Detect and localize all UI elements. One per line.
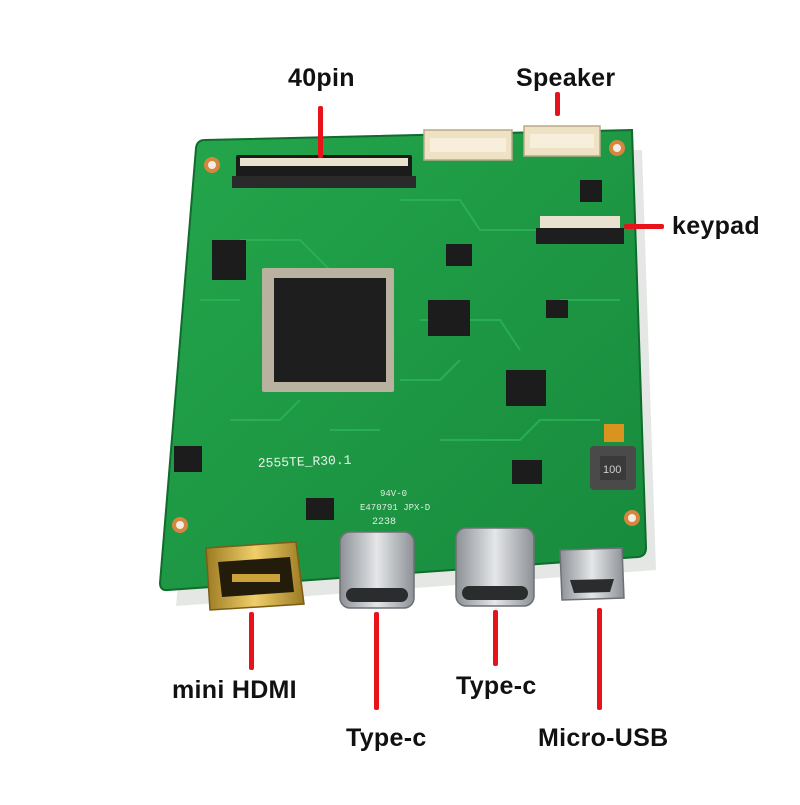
chip [546,300,568,318]
pointer-speaker [555,92,560,116]
silkscreen-code: E470791 JPX-D [360,503,430,513]
keypad-connector [536,216,624,244]
pointer-40pin [318,106,323,158]
silkscreen-date: 2238 [372,517,396,528]
main-chip [262,268,394,392]
chip [506,370,546,406]
pointer-micro-usb [597,608,602,710]
mini-hdmi-port [205,541,305,611]
type-c-port-left [339,531,415,609]
inductor-marking: 100 [603,464,621,476]
chip [512,460,542,484]
chip [174,446,202,472]
40pin-connector [232,155,416,188]
label-type-c-left: Type-c [346,724,427,752]
jst-connectors [423,125,601,161]
chip [428,300,470,336]
label-micro-usb: Micro-USB [538,724,669,752]
silkscreen-rating: 94V-0 [380,489,407,499]
chip [306,498,334,520]
type-c-port-right [455,527,535,607]
micro-usb-port [559,547,625,601]
inductor [590,424,636,490]
pointer-mini-hdmi [249,612,254,670]
mounting-holes [172,140,640,533]
label-mini-hdmi: mini HDMI [172,676,297,704]
pointer-keypad [624,224,664,229]
label-type-c-right: Type-c [456,672,537,700]
chip [580,180,602,202]
chip [446,244,472,266]
silkscreen-model: 2555TE_R30.1 [258,453,352,471]
label-speaker: Speaker [516,64,616,92]
label-keypad: keypad [672,212,760,240]
pointer-type-c-left [374,612,379,710]
chip [212,240,246,280]
label-40pin: 40pin [288,64,355,92]
pointer-type-c-right [493,610,498,666]
